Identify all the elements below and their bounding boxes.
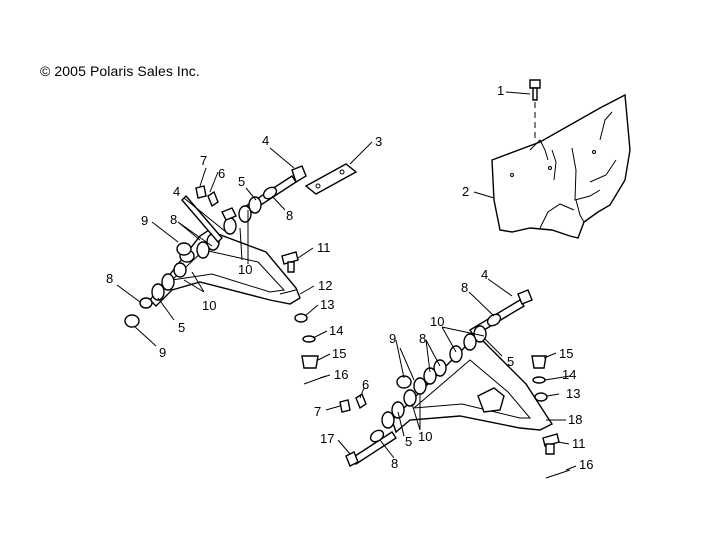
pin-7 [195, 185, 207, 199]
callout-15: 15 [559, 346, 573, 361]
callout-10: 10 [238, 262, 252, 277]
washer-8-right-upper [486, 313, 502, 327]
callout-5: 5 [405, 434, 412, 449]
nut-15-right [531, 355, 547, 369]
nut-15-left [301, 355, 319, 369]
a-arm-right [391, 337, 554, 434]
callout-14: 14 [562, 367, 576, 382]
callout-5: 5 [238, 174, 245, 189]
callout-4: 4 [173, 184, 180, 199]
washer-14-left [302, 335, 316, 343]
callout-8: 8 [391, 456, 398, 471]
callout-2: 2 [462, 184, 469, 199]
callout-4: 4 [262, 133, 269, 148]
bolt-1 [529, 79, 541, 138]
callout-8: 8 [106, 271, 113, 286]
nut-9-lower [124, 314, 140, 328]
callout-7: 7 [314, 404, 321, 419]
callout-10: 10 [202, 298, 216, 313]
circlip-13-left [294, 313, 308, 323]
plate-3 [304, 163, 358, 195]
callout-14: 14 [329, 323, 343, 338]
leader-lines [116, 91, 577, 471]
callout-9: 9 [389, 331, 396, 346]
callout-11: 11 [572, 436, 586, 451]
callout-5: 5 [507, 354, 514, 369]
callout-16: 16 [579, 457, 593, 472]
washer-14-right [532, 376, 546, 384]
callout-10: 10 [430, 314, 444, 329]
callout-13: 13 [320, 297, 334, 312]
cotter-6 [207, 190, 219, 208]
callout-10: 10 [418, 429, 432, 444]
callout-12: 12 [318, 278, 332, 293]
pin-7-right [339, 399, 351, 413]
ball-joint-11-left [281, 251, 299, 273]
washer-8-right-lower [369, 429, 385, 443]
callout-1: 1 [497, 83, 504, 98]
callout-18: 18 [568, 412, 582, 427]
callout-9: 9 [141, 213, 148, 228]
callout-16: 16 [334, 367, 348, 382]
callout-13: 13 [566, 386, 580, 401]
pin-16-right [545, 469, 571, 479]
nut-9-upper [176, 242, 192, 256]
ball-joint-11-right [542, 433, 560, 455]
callout-labels: 1 2 3 4 5 6 7 4 8 8 9 10 11 12 8 10 5 13… [106, 83, 593, 472]
callout-6: 6 [362, 377, 369, 392]
pivot-bushings-right [381, 325, 487, 429]
callout-17: 17 [320, 431, 334, 446]
callout-9: 9 [159, 345, 166, 360]
callout-5: 5 [178, 320, 185, 335]
circlip-13-right [534, 392, 548, 402]
callout-4: 4 [481, 267, 488, 282]
skid-plate [491, 93, 631, 239]
callout-8: 8 [170, 212, 177, 227]
callout-3: 3 [375, 134, 382, 149]
callout-6: 6 [218, 166, 225, 181]
cotter-6-right [355, 392, 367, 410]
callout-8: 8 [286, 208, 293, 223]
callout-8: 8 [419, 331, 426, 346]
washer-8-lower [139, 297, 153, 309]
bolt-4-lower-left [181, 194, 237, 244]
copyright-text: © 2005 Polaris Sales Inc. [40, 63, 200, 79]
a-arm-left [149, 227, 301, 307]
callout-8: 8 [461, 280, 468, 295]
callout-15: 15 [332, 346, 346, 361]
callout-11: 11 [317, 240, 331, 255]
callout-7: 7 [200, 153, 207, 168]
